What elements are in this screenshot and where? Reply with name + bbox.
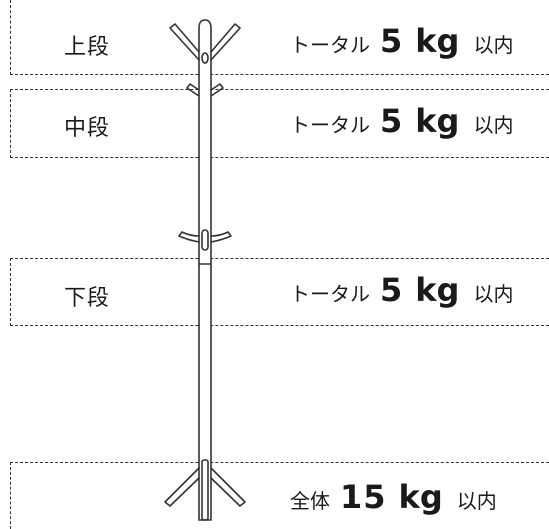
middle-zone-label: 中段 xyxy=(64,116,111,141)
upper-zone-box xyxy=(10,0,549,75)
caption-suffix: 以内 xyxy=(473,282,514,306)
upper-zone-label: 上段 xyxy=(64,35,111,60)
base-left-leg xyxy=(164,467,200,507)
lower-zone-box xyxy=(10,258,549,326)
caption-suffix: 以内 xyxy=(473,33,514,57)
weight-value: 15 xyxy=(340,478,387,516)
base-right-leg xyxy=(210,467,246,507)
top-right-arm xyxy=(210,23,241,61)
caption-prefix: トータル xyxy=(290,282,370,306)
middle-left-hook xyxy=(186,83,200,97)
middle-zone-box xyxy=(10,89,549,158)
middle-zone-capacity: トータル 5 kg 以内 xyxy=(290,102,513,140)
weight-unit: kg xyxy=(415,102,460,140)
total-zone-box xyxy=(10,462,549,529)
middle-right-hook xyxy=(210,83,224,97)
top-left-arm xyxy=(169,23,200,61)
caption-suffix: 以内 xyxy=(456,489,497,513)
pole xyxy=(198,19,212,521)
total-capacity: 全体 15 kg 以内 xyxy=(290,478,497,516)
lower-zone-capacity: トータル 5 kg 以内 xyxy=(290,271,513,309)
weight-value: 5 xyxy=(380,271,404,309)
caption-suffix: 以内 xyxy=(473,113,514,137)
weight-unit: kg xyxy=(415,22,460,60)
caption-prefix: トータル xyxy=(290,33,370,57)
weight-value: 5 xyxy=(380,102,404,140)
lower-left-hook xyxy=(178,231,200,243)
lower-zone-label: 下段 xyxy=(64,286,111,311)
caption-prefix: トータル xyxy=(290,113,370,137)
weight-unit: kg xyxy=(415,271,460,309)
weight-value: 5 xyxy=(380,22,404,60)
top-knob xyxy=(201,52,209,64)
weight-unit: kg xyxy=(398,478,443,516)
upper-zone-capacity: トータル 5 kg 以内 xyxy=(290,22,513,60)
lower-right-hook xyxy=(210,231,232,243)
base-front-leg xyxy=(201,459,209,521)
caption-prefix: 全体 xyxy=(290,489,330,513)
lower-knob xyxy=(201,229,209,251)
